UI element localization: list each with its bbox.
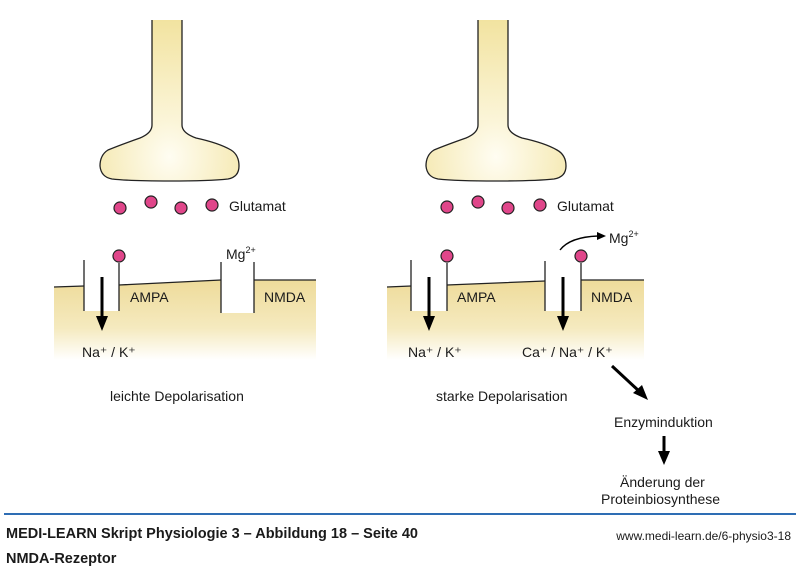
right-panel: Glutamat AMPA NMDA Mg2+ Na⁺ / K⁺ Ca⁺ / N… (386, 20, 720, 507)
mg-label-right: Mg2+ (609, 229, 639, 246)
ion-label-left: Na⁺ / K⁺ (82, 344, 136, 360)
glutamate-molecules-right (440, 195, 547, 215)
glutamate-molecules-left (113, 195, 219, 215)
glutamate-dot (440, 200, 454, 214)
left-panel: Glutamat AMPA Mg2+ NMDA Na⁺ / K⁺ leichte… (53, 20, 316, 404)
mg-label-left: Mg2+ (226, 245, 256, 262)
cascade-arrow-1 (610, 364, 642, 394)
arrow-head-icon (423, 316, 435, 331)
arrow-head-icon (658, 451, 670, 465)
bound-glutamate-ampa-right (440, 249, 454, 263)
figure-subtitle: NMDA-Rezeptor (6, 551, 117, 567)
arrow-head-icon (633, 385, 648, 400)
caption-right: starke Depolarisation (436, 388, 568, 404)
arrow-head-icon (96, 316, 108, 331)
source-url[interactable]: www.medi-learn.de/6-physio3-18 (616, 529, 791, 543)
mg-release-arrow (559, 235, 599, 251)
enzyme-induction-label: Enzyminduktion (614, 414, 713, 430)
protein-change-line2: Proteinbiosynthese (601, 491, 720, 507)
postsynaptic-membrane-right (387, 280, 644, 360)
ampa-label-right: AMPA (457, 289, 496, 305)
nmda-label-right: NMDA (591, 289, 633, 305)
ampa-label-left: AMPA (130, 289, 169, 305)
nmda-label-left: NMDA (264, 289, 306, 305)
glutamate-dot (501, 201, 515, 215)
glutamate-dot (205, 198, 219, 212)
figure-source-title: MEDI-LEARN Skript Physiologie 3 – Abbild… (6, 526, 418, 542)
glutamate-dot (174, 201, 188, 215)
arrow-head-icon (597, 232, 606, 240)
ion-label-ampa-right: Na⁺ / K⁺ (408, 344, 462, 360)
axon-stem-left (153, 20, 181, 120)
ion-label-nmda-right: Ca⁺ / Na⁺ / K⁺ (522, 344, 613, 360)
bound-glutamate-nmda-right (574, 249, 588, 263)
nmda-channel-left (220, 262, 255, 313)
ampa-channel-left (83, 260, 120, 311)
nmda-channel-right (544, 261, 582, 311)
glutamate-dot (471, 195, 485, 209)
protein-change-line1: Änderung der (620, 474, 705, 490)
footer-divider (4, 513, 796, 515)
axon-stem-right (479, 20, 507, 120)
glutamate-label-left: Glutamat (229, 198, 286, 214)
arrow-head-icon (557, 316, 569, 331)
bound-glutamate-ampa-left (112, 249, 126, 263)
glutamate-dot (533, 198, 547, 212)
glutamate-dot (113, 201, 127, 215)
glutamate-label-right: Glutamat (557, 198, 614, 214)
ampa-channel-right (410, 260, 448, 311)
glutamate-dot (144, 195, 158, 209)
caption-left: leichte Depolarisation (110, 388, 244, 404)
